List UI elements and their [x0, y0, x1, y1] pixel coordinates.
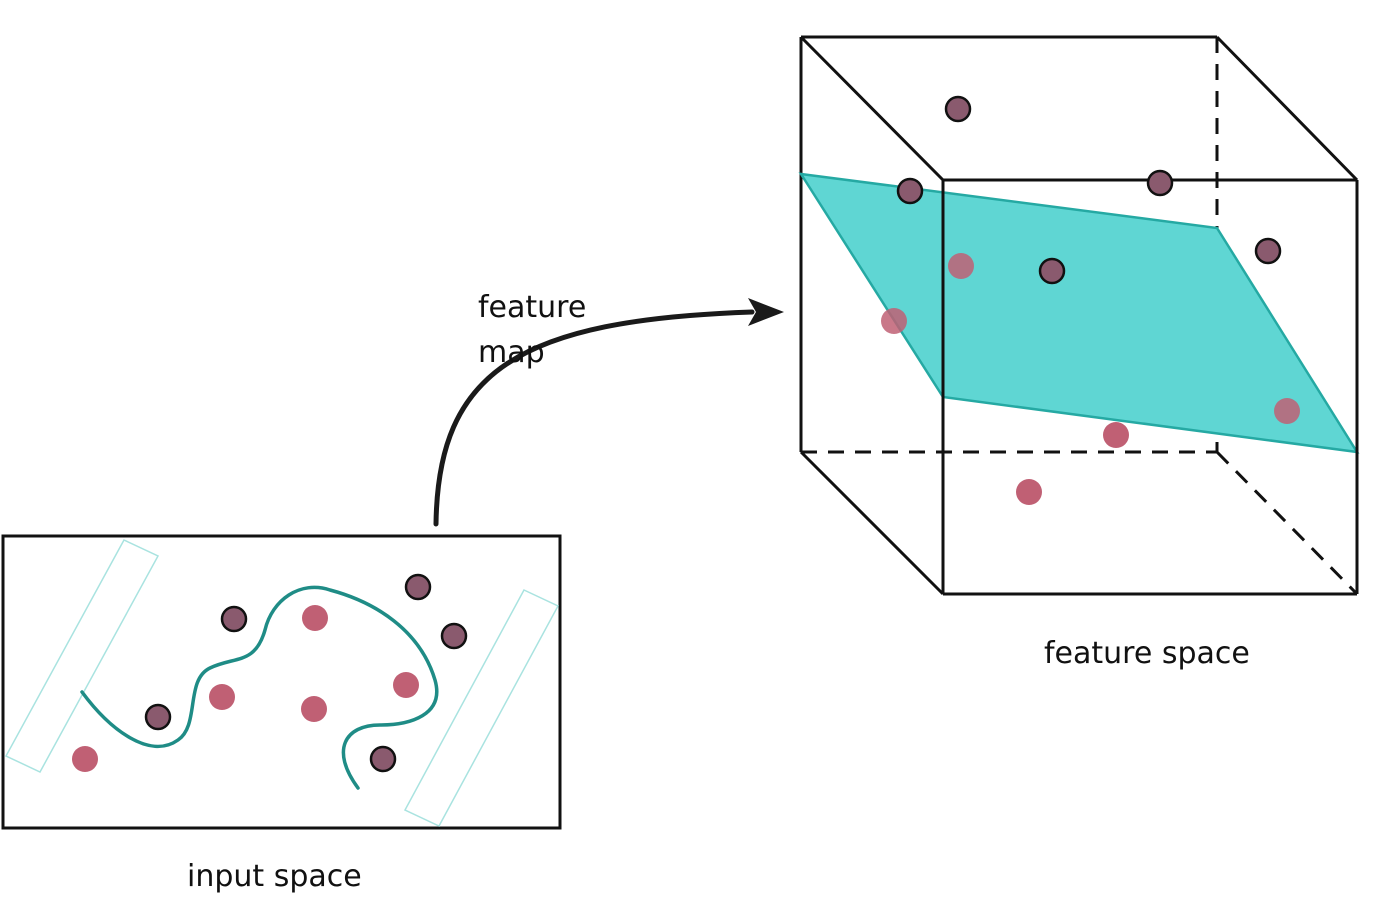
feature-map-label-line2: map — [478, 335, 545, 370]
cube-edge — [1215, 35, 1359, 182]
cube-edge — [799, 35, 945, 182]
arrowhead-icon — [748, 298, 784, 326]
data-point-class-b — [1016, 479, 1042, 505]
feature-space-label: feature space — [1044, 636, 1250, 671]
data-point-class-a — [369, 745, 397, 773]
feature-map-label-line1: feature — [478, 290, 586, 325]
data-point-class-b — [301, 696, 327, 722]
feature-space-cube — [798, 35, 1360, 596]
decision-boundary-curve — [80, 585, 439, 790]
input-space-frame — [1, 534, 562, 830]
data-point-class-a — [144, 703, 172, 731]
data-point-class-b — [302, 605, 328, 631]
cube-hidden-edge — [1215, 450, 1359, 596]
data-point-class-b — [1103, 422, 1129, 448]
cube-edge — [799, 450, 945, 596]
data-point-class-a — [1254, 237, 1282, 265]
data-point-class-a — [440, 622, 468, 650]
data-point-class-b — [72, 746, 98, 772]
data-point-class-b — [948, 253, 974, 279]
margin-band-right — [403, 589, 560, 827]
data-point-class-a — [1038, 257, 1066, 285]
input-space-label: input space — [187, 859, 362, 894]
data-point-class-a — [404, 573, 432, 601]
data-point-class-b — [393, 672, 419, 698]
margin-band-left — [4, 539, 160, 773]
data-point-class-a — [220, 605, 248, 633]
data-point-class-a — [896, 177, 924, 205]
curved-arrow-right-icon — [433, 309, 755, 527]
feature-map-arrow — [433, 298, 784, 527]
data-point-class-a — [944, 95, 972, 123]
data-point-class-b — [1274, 398, 1300, 424]
input-space-panel — [1, 534, 562, 830]
data-point-class-a — [1146, 169, 1174, 197]
data-point-class-b — [209, 684, 235, 710]
data-point-class-b — [881, 308, 907, 334]
